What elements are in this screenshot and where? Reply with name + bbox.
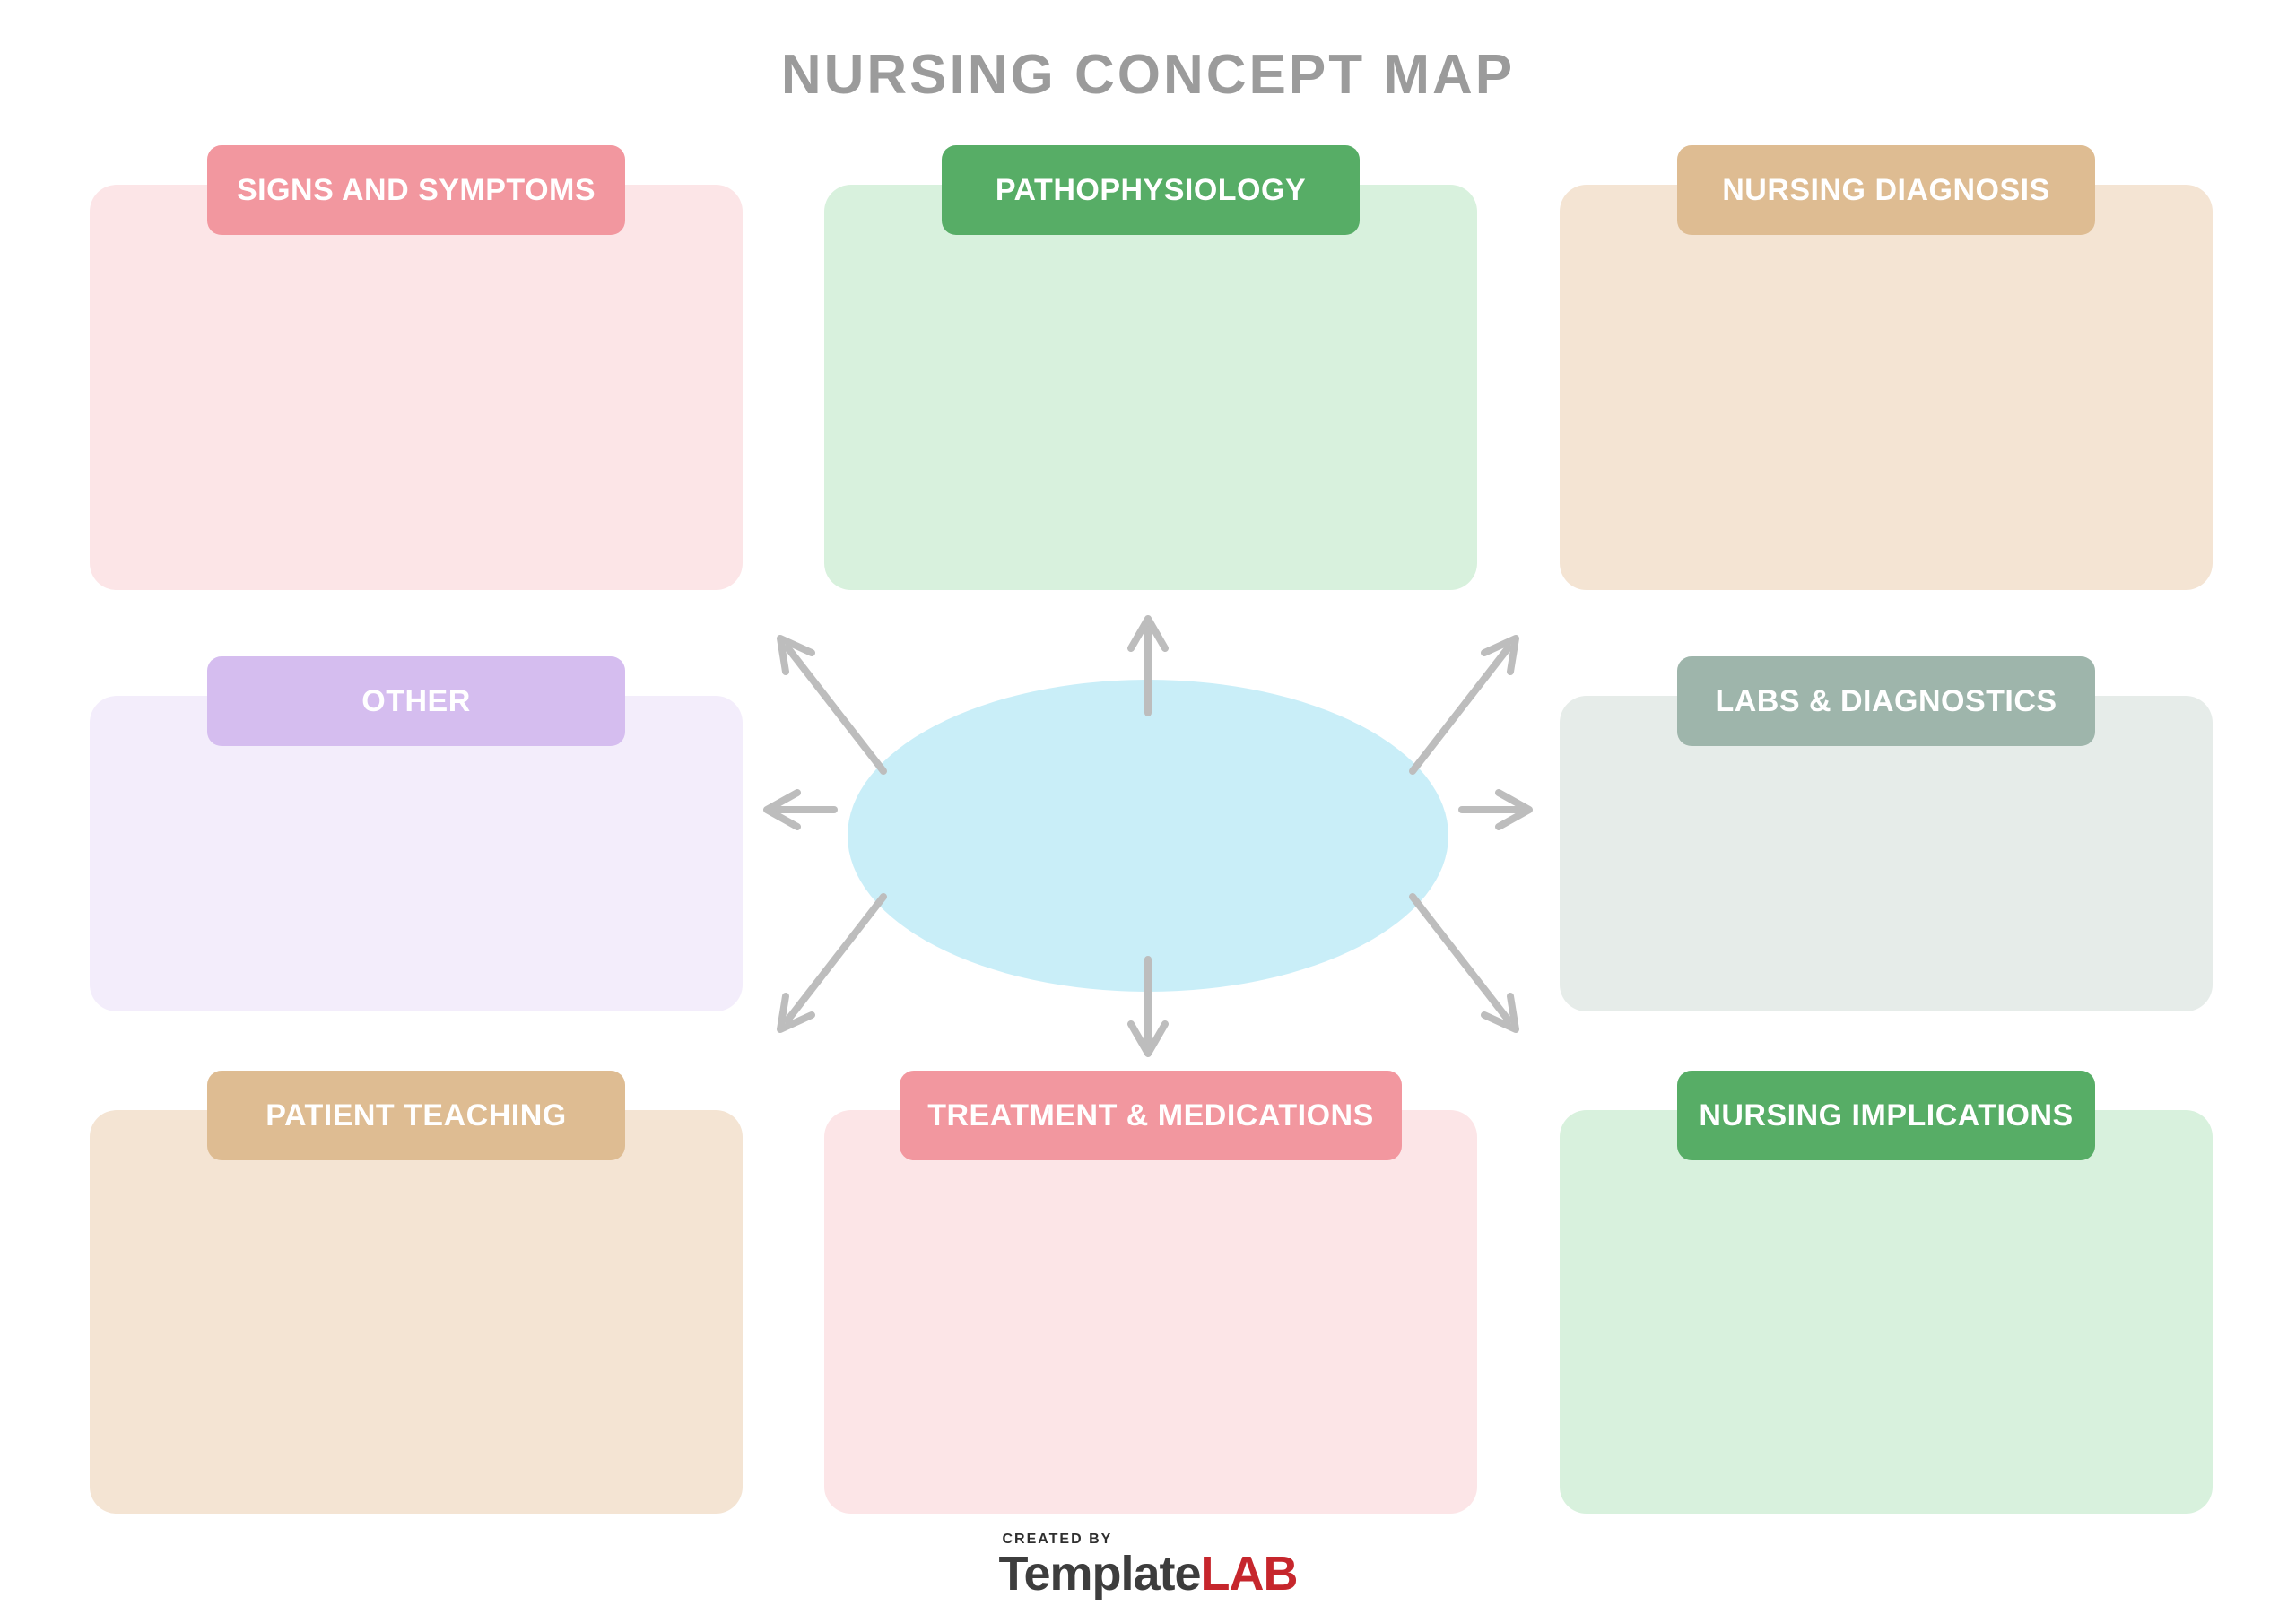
box-header: SIGNS AND SYMPTOMS (207, 145, 625, 235)
box-header-label: PATIENT TEACHING (265, 1098, 567, 1133)
box-header-label: SIGNS AND SYMPTOMS (236, 172, 596, 207)
box-header: TREATMENT & MEDICATIONS (900, 1071, 1402, 1160)
arrow-up-right-icon (1409, 635, 1519, 775)
box-body (1560, 185, 2213, 590)
box-header: NURSING IMPLICATIONS (1677, 1071, 2095, 1160)
brand-primary: Template (998, 1547, 1201, 1601)
box-body (90, 1110, 743, 1514)
box-header-label: TREATMENT & MEDICATIONS (927, 1098, 1374, 1133)
created-by-label: CREATED BY (1002, 1532, 1113, 1547)
box-body (1560, 1110, 2213, 1514)
arrow-down-left-icon (777, 893, 887, 1033)
box-header: PATIENT TEACHING (207, 1071, 625, 1160)
box-body (1560, 696, 2213, 1011)
box-labs-and-diagnostics: LABS & DIAGNOSTICS (1560, 656, 2213, 1011)
box-header-label: OTHER (361, 683, 471, 718)
arrow-left-icon (763, 789, 838, 830)
box-header: PATHOPHYSIOLOGY (942, 145, 1360, 235)
page-title: NURSING CONCEPT MAP (780, 44, 1516, 106)
box-header: NURSING DIAGNOSIS (1677, 145, 2095, 235)
box-header: OTHER (207, 656, 625, 746)
box-header-label: LABS & DIAGNOSTICS (1715, 683, 2057, 718)
box-signs-and-symptoms: SIGNS AND SYMPTOMS (90, 145, 743, 590)
box-treatment-and-medications: TREATMENT & MEDICATIONS (824, 1071, 1477, 1514)
box-other: OTHER (90, 656, 743, 1011)
box-nursing-diagnosis: NURSING DIAGNOSIS (1560, 145, 2213, 590)
box-nursing-implications: NURSING IMPLICATIONS (1560, 1071, 2213, 1514)
brand-accent: LAB (1200, 1547, 1299, 1601)
box-header: LABS & DIAGNOSTICS (1677, 656, 2095, 746)
arrow-down-right-icon (1409, 893, 1519, 1033)
center-topic-ellipse (848, 680, 1448, 992)
templatelab-logo: CREATED BY TemplateLAB (998, 1532, 1299, 1601)
brand-wordmark: TemplateLAB (998, 1547, 1299, 1601)
box-body (90, 185, 743, 590)
footer: CREATED BY TemplateLAB (0, 1532, 2296, 1598)
box-body (90, 696, 743, 1011)
arrow-up-left-icon (777, 635, 887, 775)
box-patient-teaching: PATIENT TEACHING (90, 1071, 743, 1514)
box-body (824, 1110, 1477, 1514)
arrow-right-icon (1458, 789, 1533, 830)
box-header-label: NURSING IMPLICATIONS (1699, 1098, 2074, 1133)
box-pathophysiology: PATHOPHYSIOLOGY (824, 145, 1477, 590)
box-header-label: NURSING DIAGNOSIS (1722, 172, 2050, 207)
box-header-label: PATHOPHYSIOLOGY (995, 172, 1307, 207)
box-body (824, 185, 1477, 590)
